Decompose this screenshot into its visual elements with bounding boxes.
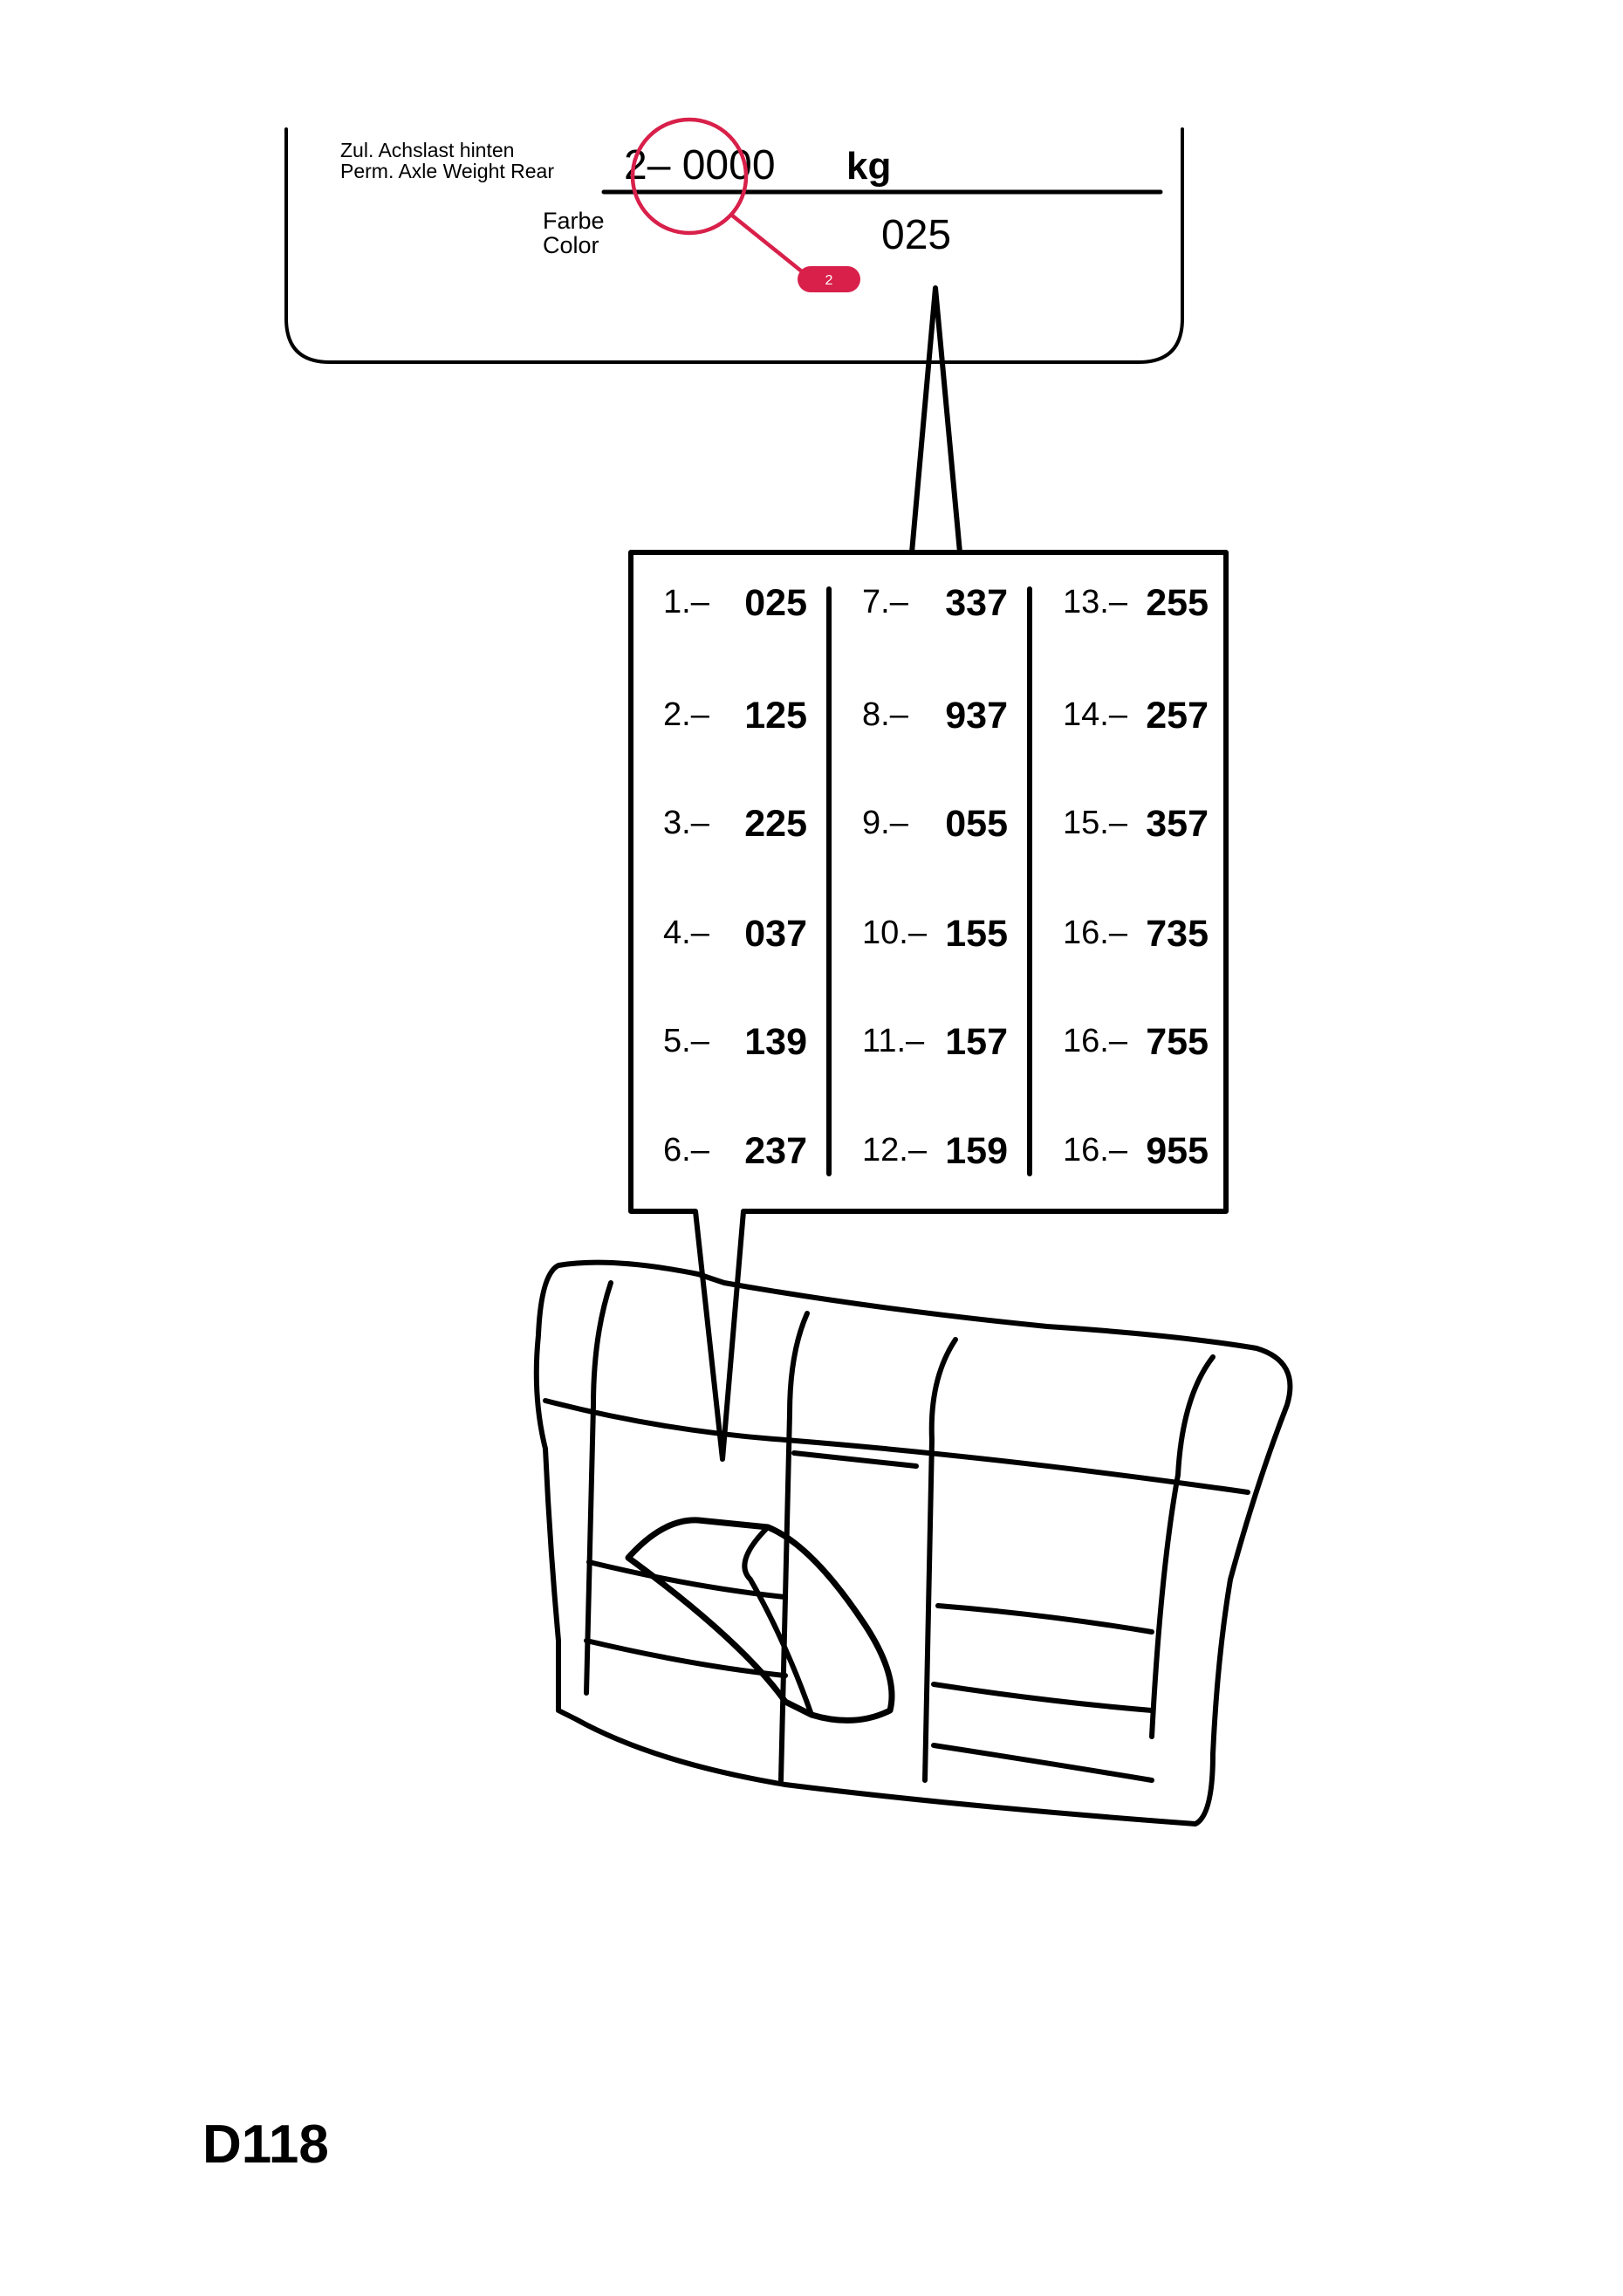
colour-code-number: 9.– — [862, 805, 909, 841]
colour-code-value: 955 — [1146, 1130, 1209, 1172]
colour-code-number: 1.– — [663, 584, 710, 620]
colour-code-value: 337 — [945, 582, 1008, 624]
colour-code-bubble: 1.– 025 2.– 125 3.– 225 4.– 037 5.– 139 6.– 237 7.– 3… — [628, 285, 1229, 1462]
colour-code-value: 037 — [744, 913, 807, 955]
colour-code-number: 16.– — [1063, 1132, 1128, 1169]
page-code: D118 — [202, 2114, 329, 2175]
bubble-outline — [628, 285, 1229, 1462]
colour-code-value: 257 — [1146, 695, 1209, 737]
armrest-seam — [742, 1525, 814, 1717]
colour-code-number: 14.– — [1063, 696, 1128, 733]
colour-code-value: 055 — [945, 803, 1008, 845]
colour-code-number: 16.– — [1063, 1023, 1128, 1059]
colour-code-number: 3.– — [663, 805, 710, 841]
seat-pleat-left — [584, 1280, 613, 1696]
seat-lower-line-1 — [586, 1559, 788, 1600]
colour-code-number: 2.– — [663, 696, 710, 733]
callout-ring — [630, 117, 749, 236]
colour-code-value: 237 — [744, 1130, 807, 1172]
plate-outline — [284, 127, 1184, 364]
armrest-outline — [625, 1517, 895, 1724]
colour-code-number: 4.– — [663, 915, 710, 951]
rear-seat-drawing — [533, 1259, 1293, 1827]
seat-centre-notch — [791, 1450, 919, 1469]
colour-code-number: 5.– — [663, 1023, 710, 1059]
colour-code-number: 13.– — [1063, 584, 1128, 620]
seat-pleat-right — [1149, 1354, 1216, 1739]
callout-number: 2 — [825, 273, 833, 288]
callout-marker: 2 — [630, 117, 860, 292]
colour-code-value: 025 — [744, 582, 807, 624]
callout-leader — [729, 213, 805, 274]
colour-code-number: 12.– — [862, 1132, 928, 1169]
colour-code-value: 755 — [1146, 1021, 1209, 1063]
colour-code-number: 8.– — [862, 696, 909, 733]
colour-code-value: 157 — [945, 1021, 1008, 1063]
colour-code-value: 225 — [744, 803, 807, 845]
id-plate: Zul. Achslast hinten Perm. Axle Weight R… — [284, 127, 1184, 364]
color-label-de: Farbe — [543, 208, 605, 234]
axle-weight-unit: kg — [846, 145, 891, 188]
color-code-value: 025 — [881, 212, 951, 258]
seat-top-edge — [543, 1398, 1250, 1495]
colour-code-number: 15.– — [1063, 805, 1128, 841]
seat-pleat-left-2 — [778, 1311, 810, 1783]
colour-code-number: 6.– — [663, 1132, 710, 1169]
callout-badge — [798, 266, 860, 292]
axle-weight-value: 2– 0000 — [624, 142, 776, 188]
colour-code-number: 10.– — [862, 915, 928, 951]
seat-lower-line-3 — [935, 1603, 1154, 1635]
axle-label-en: Perm. Axle Weight Rear — [340, 160, 554, 182]
colour-code-value: 155 — [945, 913, 1008, 955]
seat-outline — [533, 1259, 1293, 1827]
colour-code-value: 255 — [1146, 582, 1209, 624]
colour-code-value: 139 — [744, 1021, 807, 1063]
seat-lower-line-4 — [931, 1682, 1154, 1713]
colour-code-value: 357 — [1146, 803, 1209, 845]
colour-code-number: 16.– — [1063, 915, 1128, 951]
seat-lower-line-5 — [931, 1743, 1154, 1783]
colour-code-value: 735 — [1146, 913, 1209, 955]
colour-code-value: 159 — [945, 1130, 1008, 1172]
colour-code-number: 11.– — [862, 1023, 925, 1059]
color-label-en: Color — [543, 232, 599, 258]
colour-code-value: 937 — [945, 695, 1008, 737]
colour-code-value: 125 — [744, 695, 807, 737]
axle-label-de: Zul. Achslast hinten — [340, 139, 514, 161]
colour-code-table: 1.– 025 2.– 125 3.– 225 4.– 037 5.– 139 6.– 237 7.– 3… — [663, 582, 1209, 1172]
seat-pleat-mid — [922, 1337, 958, 1783]
colour-code-number: 7.– — [862, 584, 909, 620]
